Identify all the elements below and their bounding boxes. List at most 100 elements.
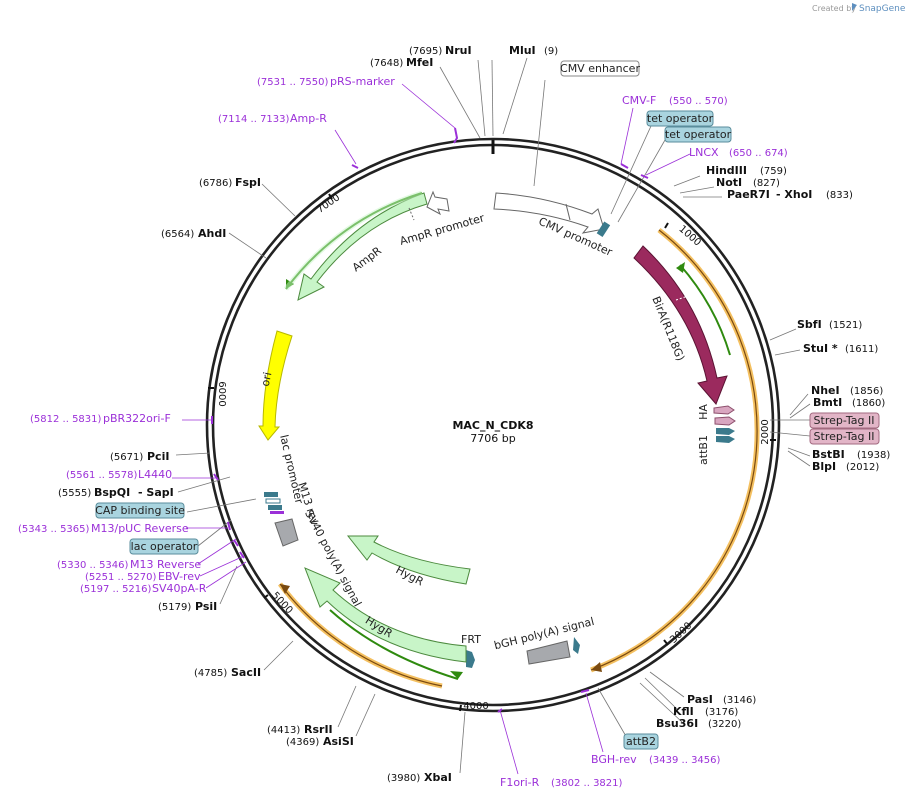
primer-l4440[interactable]: (5561 .. 5578) L4440 [66,468,172,481]
enzyme-pos: (5555) [58,488,91,499]
primer-prs-marker[interactable]: (7531 .. 7550) pRS-marker [257,75,395,88]
enzyme-pos: (4369) [286,737,319,748]
frt-marker[interactable] [466,650,475,668]
primer-m13-reverse[interactable]: (5330 .. 5346) M13 Reverse [57,558,201,571]
box-text: CMV enhancer [560,62,640,75]
tick-label: 6000 [216,381,227,406]
enzyme-nrui[interactable]: (7695) NruI [409,44,472,57]
enzyme-sacii[interactable]: (4785) SacII [194,666,261,679]
enzyme-name: PsiI [195,600,217,613]
primer-cmv-f[interactable]: CMV-F (550 .. 570) [622,94,728,107]
enzyme-bsu36i[interactable]: Bsu36I (3220) [656,717,741,730]
enzyme-ahdi[interactable]: (6564) AhdI [161,227,226,240]
cmv-promoter-arrow[interactable] [493,192,605,234]
orf-line-left [279,583,443,687]
primer-amp-r[interactable]: (7114 .. 7133) Amp-R [218,112,327,125]
enzyme-name: SacII [231,666,261,679]
enzyme-pos: (3176) [705,707,738,718]
enzyme-pasi[interactable]: PasI (3146) [687,693,756,706]
attb1-marker-2[interactable] [716,436,735,443]
ori-label: ori [259,371,275,388]
box-tet-operator-1[interactable]: tet operator [646,110,714,127]
strep-marker[interactable] [714,416,736,426]
enzyme-pos: (5179) [158,602,191,613]
primer-f1ori-r[interactable]: F1ori-R (3802 .. 3821) [500,776,623,789]
primer-m13-puc-reverse[interactable]: (5343 .. 5365) M13/pUC Reverse [18,522,189,535]
primer-lncx[interactable]: LNCX (650 .. 674) [689,146,788,159]
enzyme-pos: (6786) [199,178,232,189]
box-text: Strep-Tag II [814,414,875,427]
enzyme-psii[interactable]: (5179) PsiI [158,600,217,613]
primer-pbr322ori-f[interactable]: (5812 .. 5831) pBR322ori-F [30,412,171,425]
attb1-marker[interactable] [716,428,735,435]
bgh-polya-block[interactable] [526,640,571,665]
credit-brand: SnapGene [859,4,906,14]
orf-arrow-head-right [591,662,602,672]
enzyme-xbai[interactable]: (3980) XbaI [387,771,452,784]
box-text: attB2 [626,735,656,748]
box-cap-binding-site[interactable]: CAP binding site [95,502,185,519]
enzyme-bspqi[interactable]: (5555) BspQI - SapI [58,486,174,499]
cap-block[interactable] [268,505,282,510]
enzyme-name: PciI [147,450,169,463]
enzyme-name: BspQI [94,486,130,499]
enzyme-noti[interactable]: NotI (827) [716,176,780,189]
primer-ebv-rev[interactable]: (5251 .. 5270) EBV-rev [85,570,201,583]
enzyme-rsrii[interactable]: (4413) RsrII [267,723,333,736]
primer-range: (550 .. 570) [669,96,728,107]
primer-bgh-rev[interactable]: BGH-rev (3439 .. 3456) [591,753,721,766]
m13-rev-block[interactable] [264,492,278,497]
ori-arrow[interactable] [258,330,293,441]
box-bg [664,126,732,143]
primer-range: (7531 .. 7550) [257,77,329,88]
box-strep-tag-1[interactable]: Strep-Tag II [809,412,880,429]
box-strep-tag-2[interactable]: Strep-Tag II [809,428,880,445]
enzyme-name: HindIII [706,164,747,177]
enzyme-paer7i[interactable]: PaeR7I - XhoI (833) [727,188,853,201]
primer-range: (7114 .. 7133) [218,114,290,125]
primer-leaders [172,83,691,775]
enzyme-bmti[interactable]: BmtI (1860) [813,396,885,409]
tet-operator-block[interactable] [596,221,611,238]
enzyme-pcii[interactable]: (5671) PciI [110,450,169,463]
box-lac-operator[interactable]: lac operator [129,538,199,555]
ampr-arrow[interactable] [297,192,428,301]
hygr-arrow-inner[interactable] [346,535,471,585]
plasmid-length: 7706 bp [470,432,515,445]
enzyme-nhei[interactable]: NheI (1856) [811,384,883,397]
orf-green-right [679,264,731,356]
primer-name: EBV-rev [158,570,201,583]
enzyme-kfli[interactable]: KflI (3176) [673,705,738,718]
sv40-polya-block[interactable] [274,518,299,547]
ha-label: HA [697,404,710,420]
attb2-marker[interactable] [573,637,580,654]
hygr-arrow-outer[interactable] [304,567,467,663]
ha-marker[interactable] [713,405,735,415]
ampr-label: AmpR [350,244,384,274]
ampr-promoter-arrow[interactable] [426,190,450,216]
primer-sv40pa-r[interactable]: (5197 .. 5216) SV40pA-R [80,582,207,595]
enzyme-blpi[interactable]: BlpI (2012) [812,460,879,473]
enzyme-stui[interactable]: StuI * (1611) [803,342,878,355]
enzyme-hindiii[interactable]: HindIII (759) [706,164,787,177]
enzyme-fspi[interactable]: (6786) FspI [199,176,261,189]
enzyme-mlui[interactable]: MluI (9) [509,44,558,57]
enzyme-asisi[interactable]: (4369) AsiSI [286,735,354,748]
enzyme-pos: (3980) [387,773,420,784]
enzyme-sbfi[interactable]: SbfI (1521) [797,318,862,331]
primer-name: SV40pA-R [152,582,207,595]
lac-operator-block[interactable] [270,511,284,514]
box-tet-operator-2[interactable]: tet operator [664,126,732,143]
lac-promoter-block[interactable] [265,498,281,504]
enzyme-pos: (7648) [370,58,403,69]
enzyme-pos: (759) [760,166,787,177]
primer-name: L4440 [138,468,172,481]
enzyme-bstbi[interactable]: BstBI (1938) [812,448,890,461]
enzyme-name: PasI [687,693,713,706]
box-cmv-enhancer[interactable]: CMV enhancer [560,60,640,77]
bira-arrow[interactable] [633,245,728,405]
enzyme-pos: (4785) [194,668,227,679]
box-attb2[interactable]: attB2 [623,733,659,750]
enzyme-name: NruI [445,44,472,57]
enzyme-mfei[interactable]: (7648) MfeI [370,56,433,69]
